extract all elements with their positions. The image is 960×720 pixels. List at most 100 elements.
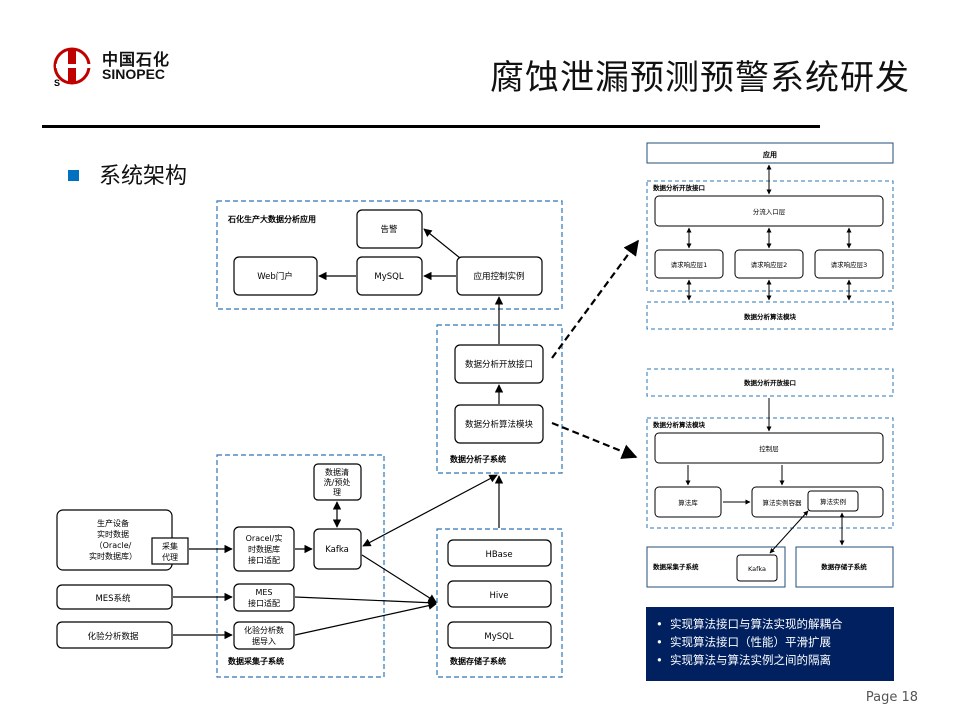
detail-bottom-group-label: 数据分析算法模块 [653,420,706,429]
benefit-text-3: 实现算法与算法实例之间的隔离 [670,653,831,667]
detail-top: 应用 数据分析开放接口 分流入口层 请求响应层1 请求响应层2 请求响应层3 数… [646,142,894,330]
group-collect-label: 数据采集子系统 [228,656,284,666]
node-data-clean-line1: 数据清 [325,467,349,477]
detail-bottom-ctrl [654,432,884,464]
node-mysql-app: MySQL [356,256,423,296]
node-lab-line2: 据导入 [252,636,276,646]
node-web-portal: Web门户 [233,256,318,296]
bullet-dot-icon: • [656,617,663,631]
node-app-control-label: 应用控制实例 [473,271,524,282]
group-app-frame [216,200,563,310]
bullet-dot-icon: • [656,653,663,667]
diagram-arrows [173,228,504,640]
detail-top-app-label: 应用 [763,150,777,159]
benefit-text-1: 实现算法接口与算法实现的解耦合 [670,617,843,631]
arrow-mes-to-storage [294,596,437,607]
detail-bottom-instance-label: 算法实例 [820,497,846,506]
zoom-arrow-top [551,239,639,359]
group-collect-frame [216,454,385,678]
node-production-source: 生产设备 实时数据 （Oracle/ 实时数据库） [56,509,173,571]
group-storage-label: 数据存储子系统 [450,656,506,666]
sinopec-emblem-icon: S [53,47,96,88]
node-mysql-store: MySQL [447,621,552,649]
node-mysql-app-label: MySQL [374,272,403,282]
detail-bottom-lib [654,486,722,518]
node-mes-adapter: MES 接口适配 [233,583,295,612]
svg-text:S: S [54,78,60,88]
group-analysis-label: 数据分析子系统 [450,454,506,464]
node-kafka-label: Kafka [325,545,349,555]
node-oracle-line2: 时数据库 [248,544,280,554]
benefit-item-3: • 实现算法与算法实例之间的隔离 [656,651,888,669]
arrow-kafka-algo [362,474,498,547]
detail-top-algo [646,301,894,330]
title-divider [42,125,820,128]
detail-top-resp3-label: 请求响应层3 [831,260,868,269]
detail-top-resp2 [734,249,804,279]
node-mes-source-label: MES系统 [95,593,131,604]
node-algo-module-label: 数据分析算法模块 [465,419,534,430]
bullet-square-icon [68,169,79,181]
node-collect-agent: 采集 代理 [151,537,189,565]
detail-top-algo-label: 数据分析算法模块 [744,312,797,321]
node-data-clean-line2: 洗/预处 [324,477,351,487]
node-app-control: 应用控制实例 [456,256,543,296]
detail-bottom-lib-label: 算法库 [678,498,698,507]
node-mes-source: MES系统 [56,584,173,610]
detail-bottom-ctrl-label: 控制层 [759,444,779,453]
zoom-arrow-bottom [551,421,638,459]
detail-bottom-collect [646,546,786,588]
arrow-kafka-to-storage [361,554,437,603]
node-data-clean: 数据清 洗/预处 理 [313,463,362,501]
node-open-api-label: 数据分析开放接口 [465,359,533,370]
detail-bottom: 数据分析开放接口 数据分析算法模块 控制层 算法库 算法实例容器 算法实例 数据… [646,368,894,588]
logo-english-name: SINOPEC [102,66,166,82]
node-kafka: Kafka [313,528,362,570]
page-number: Page 18 [865,690,918,705]
detail-top-app [646,142,894,164]
group-app-label: 石化生产大数据分析应用 [227,214,316,224]
detail-top-resp3 [814,249,884,279]
sinopec-logo: S 中国石化 SINOPEC [52,44,182,88]
group-storage-frame [436,528,563,678]
node-algo-module: 数据分析算法模块 [454,404,544,444]
node-oracle-line1: Oracel/实 [246,533,283,543]
logo-chinese-name: 中国石化 [102,50,171,69]
detail-top-resp1 [654,249,724,279]
node-hbase-label: HBase [485,550,512,560]
detail-bottom-collect-label: 数据采集子系统 [653,562,699,571]
detail-bottom-kafka [736,554,778,582]
node-alarm-label: 告警 [380,224,398,235]
node-lab-import: 化验分析数 据导入 [233,621,295,650]
bullet-dot-icon: • [656,635,663,649]
node-oracle-line3: 接口适配 [248,555,280,565]
node-open-api: 数据分析开放接口 [454,344,544,384]
arrow-ctrl-to-alarm [423,228,461,259]
section-heading-text: 系统架构 [99,164,188,189]
node-lab-source: 化验分析数据 [56,621,173,649]
node-prod-line3: （Oracle/ [95,541,132,550]
node-hbase: HBase [447,539,552,567]
detail-bottom-storage [795,546,894,588]
detail-bottom-kafka-label: Kafka [748,565,766,573]
node-mes-line1: MES [255,588,272,597]
detail-bottom-api [646,368,894,397]
benefit-text-2: 实现算法接口（性能）平滑扩展 [670,635,831,649]
benefit-item-2: • 实现算法接口（性能）平滑扩展 [656,633,888,651]
section-heading: 系统架构 [68,158,187,190]
detail-bottom-container-label: 算法实例容器 [763,498,803,507]
node-agent-line2: 代理 [162,552,178,562]
node-lab-line1: 化验分析数 [244,625,284,635]
node-prod-line2: 实时数据 [97,529,129,539]
node-prod-line1: 生产设备 [97,518,129,528]
node-agent-line1: 采集 [162,541,178,551]
detail-bottom-storage-label: 数据存储子系统 [821,562,867,571]
node-mes-line2: 接口适配 [248,598,280,608]
benefit-item-1: • 实现算法接口与算法实现的解耦合 [656,615,888,633]
node-lab-source-label: 化验分析数据 [87,631,139,642]
detail-top-router [654,195,884,227]
detail-bottom-instance [807,490,859,512]
detail-top-group-label: 数据分析开放接口 [653,183,705,192]
group-analysis-frame [436,324,563,474]
